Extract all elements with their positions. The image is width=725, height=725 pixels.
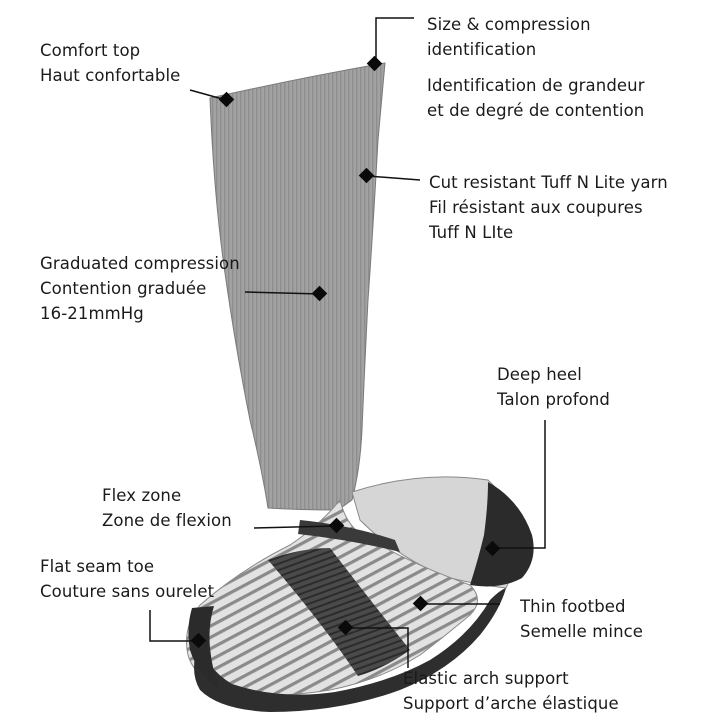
callout-size-fr-2: et de degré de contention xyxy=(427,101,645,120)
callout-size-fr-1: Identification de grandeur xyxy=(427,76,645,95)
callout-graduated: Graduated compression Contention graduée… xyxy=(40,251,240,326)
callout-comfort-fr: Haut confortable xyxy=(40,66,181,85)
callout-graduated-fr: Contention graduée xyxy=(40,279,207,298)
callout-footbed-fr: Semelle mince xyxy=(520,622,644,641)
callout-arch-fr: Support d’arche élastique xyxy=(403,694,619,713)
callout-flex: Flex zone Zone de flexion xyxy=(102,483,232,533)
callout-heel: Deep heel Talon profond xyxy=(497,362,610,412)
marker-comfort xyxy=(218,91,235,108)
callout-heel-fr: Talon profond xyxy=(497,390,610,409)
callout-footbed-en: Thin footbed xyxy=(520,597,626,616)
callout-size-en-2: identification xyxy=(427,40,537,59)
sock-heel-cup xyxy=(470,482,534,587)
callout-toe: Flat seam toe Couture sans ourelet xyxy=(40,554,214,604)
callout-yarn-fr-2: Tuff N LIte xyxy=(429,223,514,242)
callout-comfort-en: Comfort top xyxy=(40,41,141,60)
callout-flex-en: Flex zone xyxy=(102,486,182,505)
callout-graduated-en: Graduated compression xyxy=(40,254,240,273)
callout-graduated-value: 16-21mmHg xyxy=(40,304,144,323)
callout-toe-fr: Couture sans ourelet xyxy=(40,582,215,601)
marker-yarn xyxy=(358,167,375,184)
callout-heel-en: Deep heel xyxy=(497,365,582,384)
callout-yarn-en: Cut resistant Tuff N Lite yarn xyxy=(429,173,668,192)
sock-sole xyxy=(194,588,506,712)
flex-zone-band xyxy=(298,520,400,552)
callout-size: Size & compression identification Identi… xyxy=(427,12,645,123)
callout-size-en-1: Size & compression xyxy=(427,15,591,34)
callout-yarn: Cut resistant Tuff N Lite yarn Fil résis… xyxy=(429,170,668,245)
callout-arch-en: Elastic arch support xyxy=(403,669,569,688)
callout-footbed: Thin footbed Semelle mince xyxy=(520,594,643,644)
callout-comfort: Comfort top Haut confortable xyxy=(40,38,180,88)
arch-support-band xyxy=(268,548,410,676)
callout-flex-fr: Zone de flexion xyxy=(102,511,232,530)
callout-toe-en: Flat seam toe xyxy=(40,557,155,576)
marker-toe xyxy=(190,632,207,649)
sock-toe xyxy=(188,606,220,690)
callout-arch: Elastic arch support Support d’arche éla… xyxy=(403,666,619,716)
callout-yarn-fr-1: Fil résistant aux coupures xyxy=(429,198,643,217)
